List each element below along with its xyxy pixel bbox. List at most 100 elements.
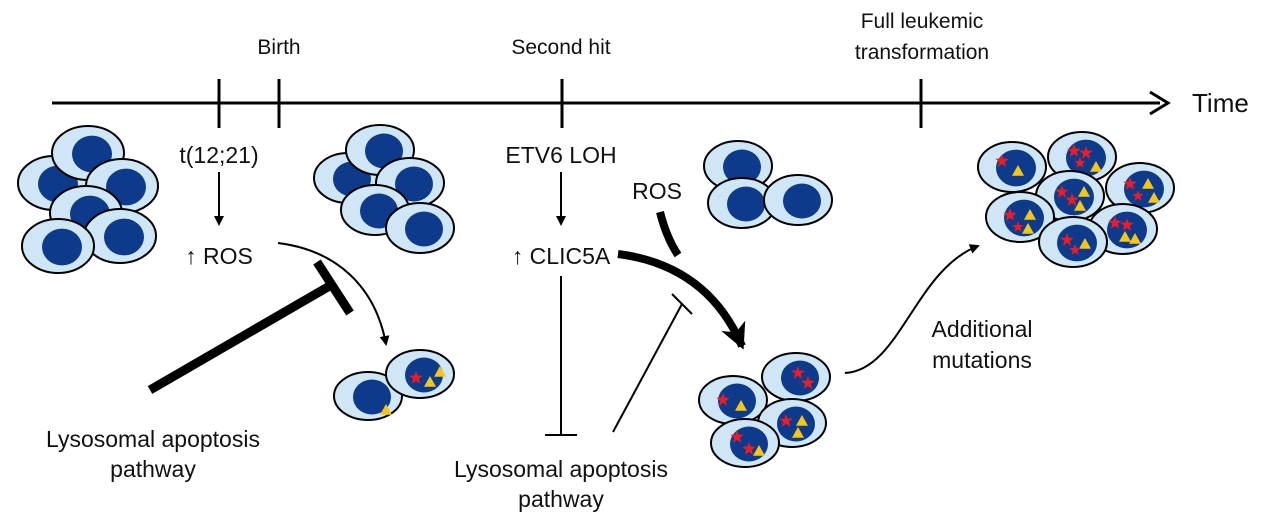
cell-nucleus xyxy=(727,186,765,222)
second-hit-cell-cluster xyxy=(703,140,833,229)
mutation-triangle xyxy=(380,404,392,415)
leukemic-cell-cluster xyxy=(977,131,1175,268)
mutation-triangle xyxy=(1024,209,1036,220)
cell xyxy=(698,375,768,425)
mutation-triangle xyxy=(1090,161,1102,172)
cell-nucleus xyxy=(777,406,815,442)
cell-nucleus xyxy=(1054,178,1094,216)
mutation-star xyxy=(1012,221,1024,232)
cell-nucleus xyxy=(353,379,391,415)
cell-nucleus xyxy=(42,228,82,266)
cell xyxy=(761,352,831,402)
cell xyxy=(707,177,777,229)
post-birth-cell-cluster xyxy=(313,124,455,254)
mutation-triangle xyxy=(1129,233,1141,244)
event-label-birth: Birth xyxy=(257,36,300,59)
cell-nucleus xyxy=(104,218,144,256)
cell xyxy=(385,349,455,399)
clic5a-increase-label: ↑ CLIC5A xyxy=(512,243,611,269)
mutation-star xyxy=(1132,190,1144,201)
mutation-triangle xyxy=(1074,200,1086,211)
mutation-star xyxy=(1067,144,1081,157)
mutation-triangle xyxy=(1119,231,1131,242)
cell-nucleus xyxy=(783,183,821,219)
mutation-star xyxy=(1060,233,1074,246)
mutation-star xyxy=(1074,157,1086,168)
additional-mutations-line2: mutations xyxy=(932,347,1032,373)
event-label-full-transformation-line2: transformation xyxy=(855,41,989,64)
mutation-star xyxy=(730,430,744,443)
cell-nucleus xyxy=(781,360,819,396)
cell-nucleus xyxy=(405,211,443,247)
ros-increase-label: ↑ ROS xyxy=(185,243,253,269)
mutation-star xyxy=(801,376,815,389)
translocation-label: t(12;21) xyxy=(179,142,258,168)
cell-nucleus xyxy=(1004,199,1044,237)
cell xyxy=(1047,131,1117,183)
cell-nucleus xyxy=(365,133,403,169)
event-label-second-hit: Second hit xyxy=(511,36,610,59)
transformation-mechanism: Additional mutations xyxy=(844,244,1033,374)
lysosomal-pathway-2-line1: Lysosomal apoptosis xyxy=(454,456,668,482)
mutation-triangle xyxy=(424,376,436,387)
lysosomal-inhibition-line-thin xyxy=(612,303,683,433)
mutation-triangle xyxy=(1079,238,1091,249)
additional-mutations-arrow xyxy=(844,244,980,374)
mutation-star xyxy=(716,393,730,406)
mutation-star xyxy=(791,366,805,379)
timeline-arrowhead xyxy=(1149,90,1171,116)
cell xyxy=(977,141,1047,193)
clic5a-to-survival-arrow xyxy=(617,250,746,350)
mutation-triangle xyxy=(434,366,446,377)
mutation-triangle xyxy=(1148,192,1160,203)
cell xyxy=(763,174,833,226)
lysosomal-inhibition-cap-thin xyxy=(671,293,693,315)
event-label-full-transformation-line1: Full leukemic xyxy=(861,10,984,33)
cell-nucleus xyxy=(395,166,433,202)
cell xyxy=(21,218,95,274)
mutated-cells-eliminated xyxy=(333,349,455,421)
cell-nucleus xyxy=(723,149,761,185)
mutation-triangle xyxy=(796,415,808,426)
cell xyxy=(1105,162,1175,214)
mutation-triangle xyxy=(1142,178,1154,189)
lysosomal-pathway-1-line2: pathway xyxy=(110,456,196,482)
etv6-loh-label: ETV6 LOH xyxy=(505,142,616,168)
ros-to-survival-arrow xyxy=(656,211,682,258)
lysosomal-inhibition-cap-thick xyxy=(313,259,354,316)
cell-nucleus xyxy=(106,168,146,206)
mutation-star xyxy=(409,371,423,384)
lysosomal-inhibition-bar-thick xyxy=(147,280,336,394)
mutation-star xyxy=(742,442,756,455)
mutation-triangle xyxy=(1078,186,1090,197)
mutation-star xyxy=(779,414,793,427)
additional-mutations-line1: Additional xyxy=(931,316,1032,342)
timeline: Time Birth Second hit Full leukemic tran… xyxy=(52,10,1249,128)
mutation-star xyxy=(1120,218,1134,231)
cell-nucleus xyxy=(1057,224,1097,262)
mutation-star xyxy=(1065,193,1079,206)
mutation-triangle xyxy=(735,400,747,411)
cell xyxy=(333,371,403,421)
mutation-star xyxy=(1123,177,1137,190)
cell xyxy=(985,191,1055,243)
second-hit-mechanism: ETV6 LOH ↑ CLIC5A Lysosomal apoptosis pa… xyxy=(454,142,746,512)
prenatal-mechanism: t(12;21) ↑ ROS Lysosomal apoptosis pathw… xyxy=(46,142,390,482)
ros-label: ROS xyxy=(632,178,682,204)
mutation-star xyxy=(1069,244,1081,255)
mutation-star xyxy=(995,154,1009,167)
normal-cell-cluster xyxy=(17,125,159,274)
cell xyxy=(710,418,780,468)
mutation-star xyxy=(1108,216,1122,229)
mutation-triangle xyxy=(1022,223,1034,234)
lysosomal-pathway-2-line2: pathway xyxy=(518,486,604,512)
time-axis-label: Time xyxy=(1192,88,1249,118)
lysosomal-pathway-1-line1: Lysosomal apoptosis xyxy=(46,426,260,452)
cell xyxy=(1038,216,1108,268)
mutation-star xyxy=(1003,208,1017,221)
cell-nucleus xyxy=(718,383,756,419)
ros-to-apoptosis-arrow xyxy=(277,242,390,346)
mutation-triangle xyxy=(753,445,765,456)
cell xyxy=(83,208,157,264)
